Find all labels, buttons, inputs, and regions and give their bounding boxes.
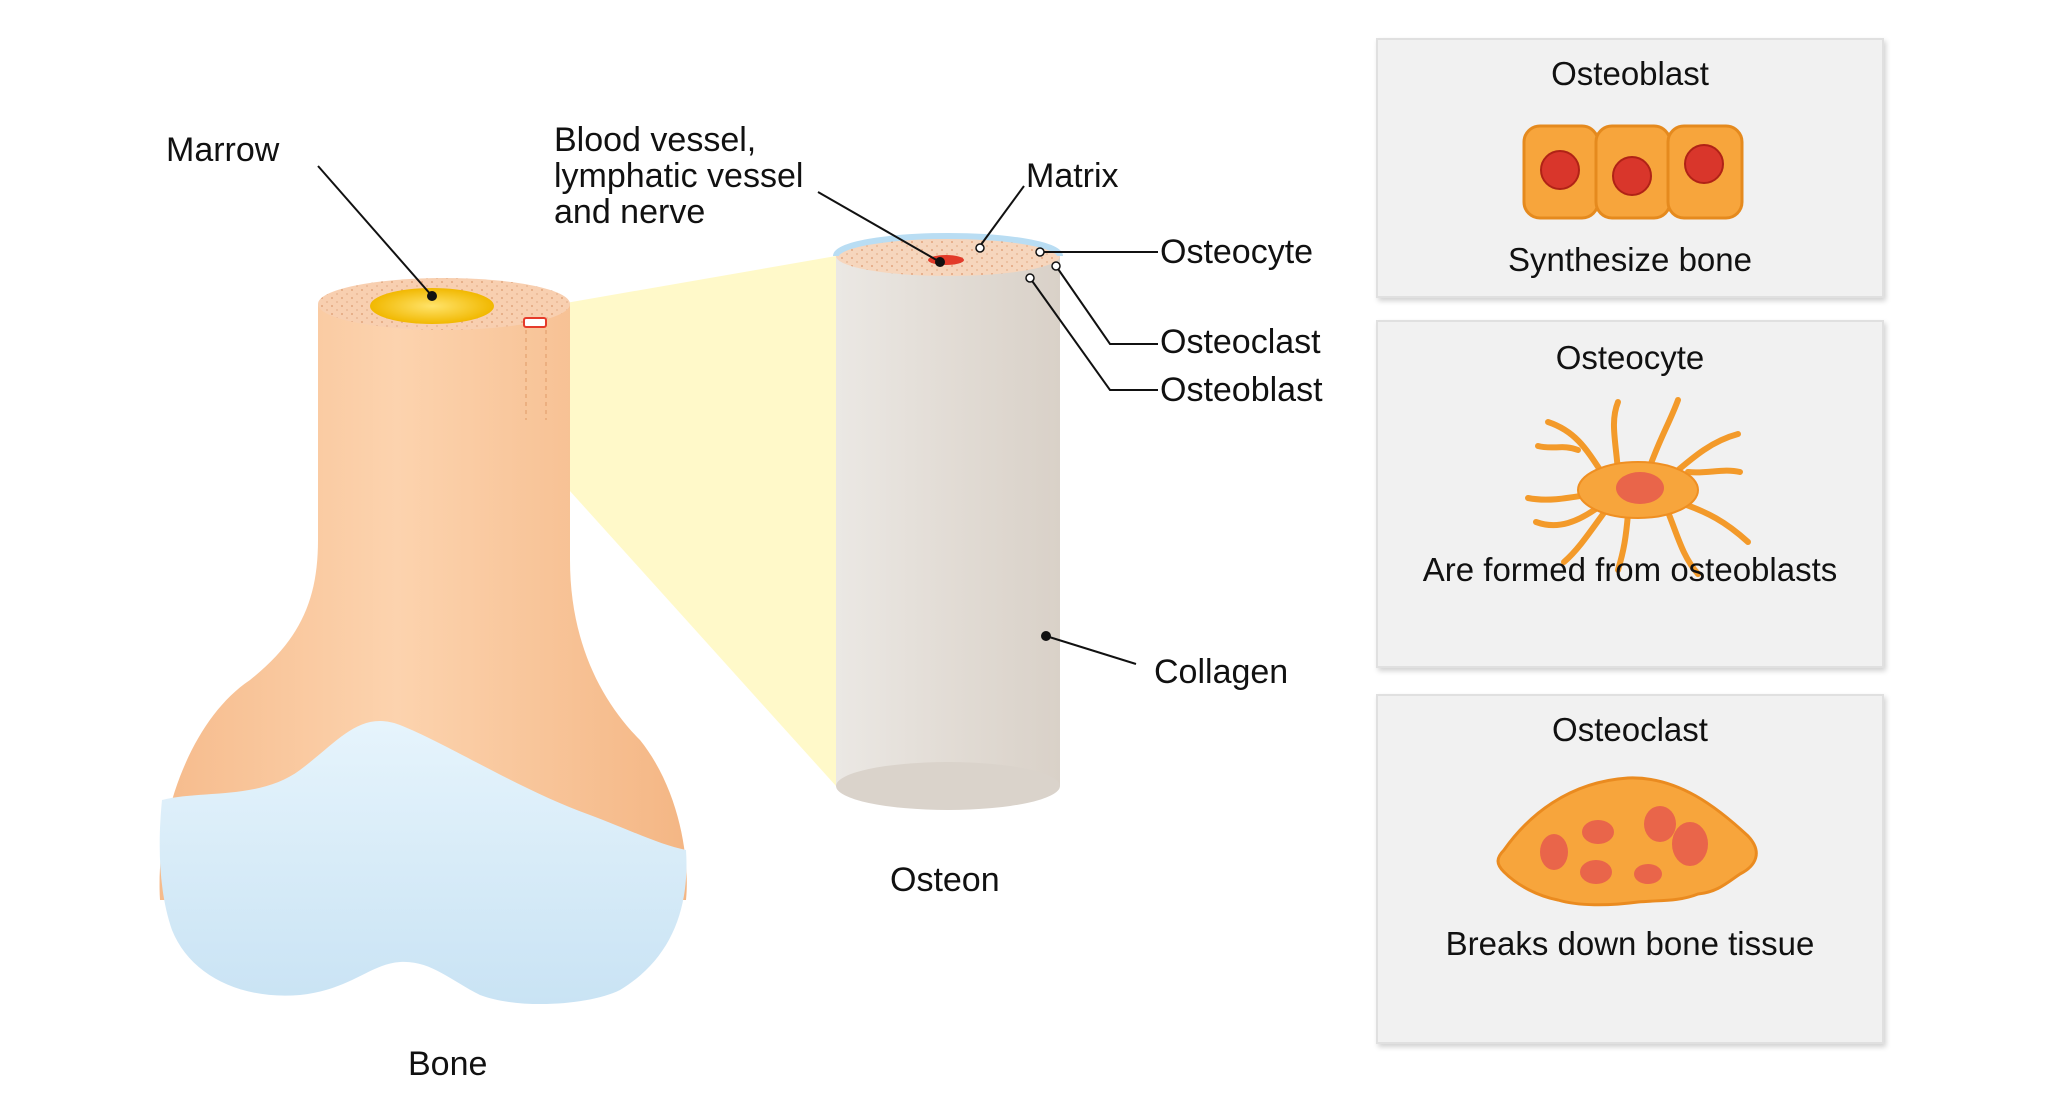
- osteoclast-card: Osteoclast Breaks down bone tissue: [1376, 694, 1884, 1044]
- vessel-label: Blood vessel, lymphatic vessel and nerve: [554, 121, 804, 231]
- osteoblast-cells-icon: [1522, 124, 1744, 220]
- marrow: [370, 288, 494, 324]
- osteocyte-label: Osteocyte: [1160, 233, 1314, 271]
- card-description: Are formed from osteoblasts: [1422, 551, 1838, 588]
- osteon-illustration: [833, 233, 1063, 810]
- osteoblast-label: Osteoblast: [1160, 371, 1323, 409]
- osteocyte-cell-icon: [1525, 397, 1751, 577]
- card-title: Osteocyte: [1555, 339, 1705, 376]
- osteon-label: Osteon: [890, 861, 1000, 899]
- matrix-label: Matrix: [1026, 157, 1119, 195]
- osteoblast-card: Osteoblast Synthesize bone: [1376, 38, 1884, 298]
- cartilage: [159, 721, 687, 1005]
- card-description: Breaks down bone tissue: [1445, 925, 1815, 962]
- card-title: Osteoclast: [1552, 711, 1708, 748]
- central-canal: [928, 255, 964, 265]
- marrow-label: Marrow: [166, 131, 280, 169]
- card-description: Synthesize bone: [1507, 241, 1752, 278]
- card-title: Osteoblast: [1551, 55, 1709, 92]
- bone-illustration: [159, 278, 687, 1005]
- osteoclast-cell-icon: [1496, 776, 1758, 907]
- osteocyte-card: Osteocyte Are formed from osteoblasts: [1376, 320, 1884, 668]
- osteoclast-label: Osteoclast: [1160, 323, 1321, 361]
- zoom-cone: [560, 256, 836, 786]
- leader-lines: [317, 165, 1158, 665]
- collagen-label: Collagen: [1154, 653, 1289, 691]
- leader-dots: [427, 243, 1061, 641]
- bone-label: Bone: [408, 1045, 488, 1083]
